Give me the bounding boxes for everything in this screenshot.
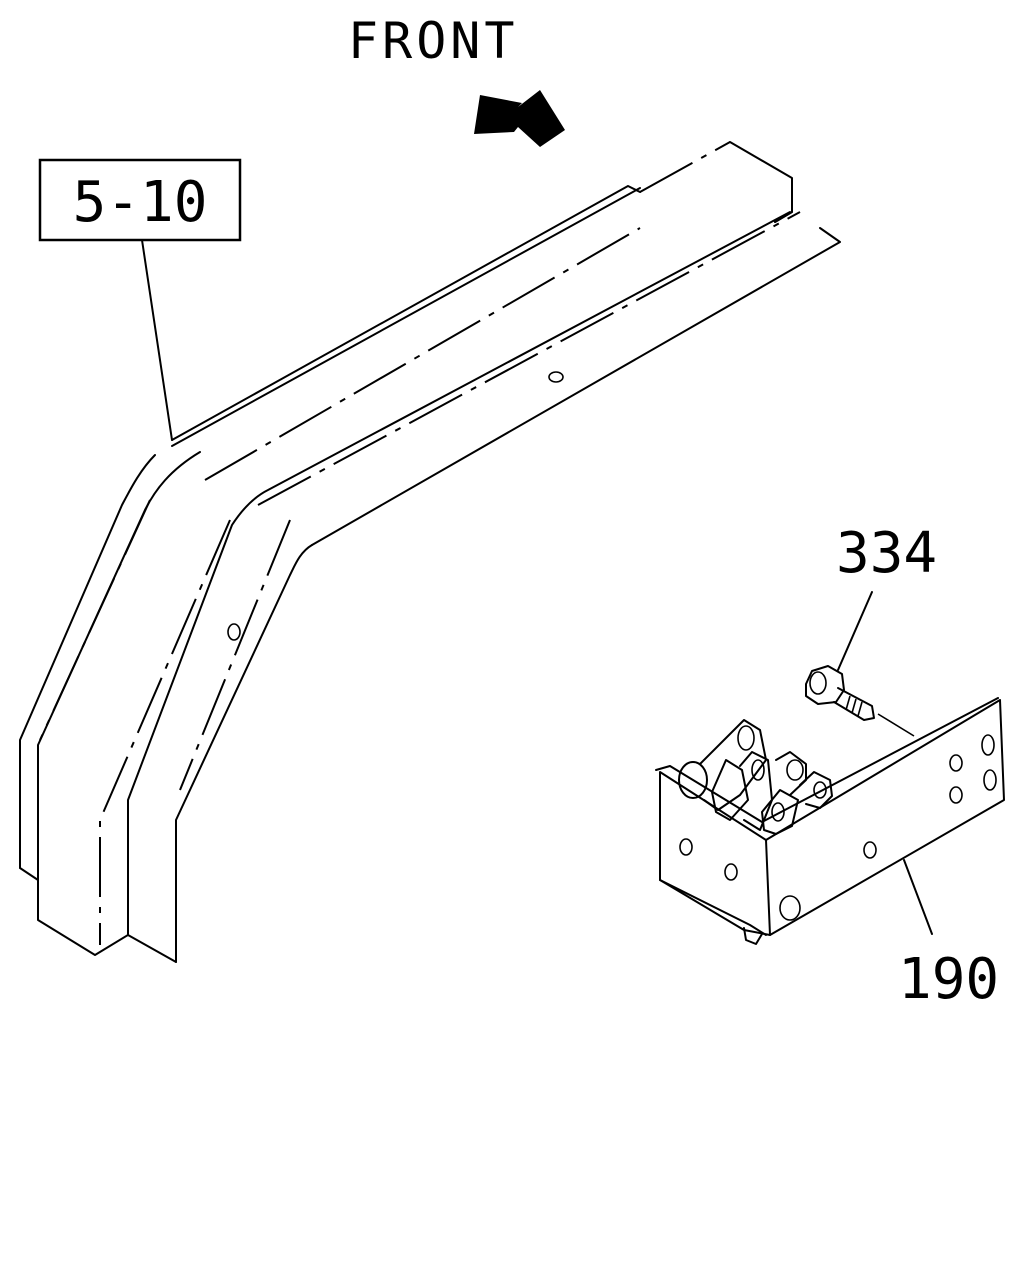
callout-334-label: 334 [836, 521, 937, 586]
callout-190-leader [903, 859, 933, 935]
bracket-190[interactable] [655, 697, 1005, 945]
arrow-up-left-icon [474, 90, 565, 147]
callout-190-label: 190 [898, 947, 999, 1012]
callout-334-leader [837, 591, 873, 671]
reference-box-label: 5-10 [73, 170, 208, 235]
front-label: FRONT [348, 12, 519, 70]
reference-leader-line [141, 239, 173, 441]
reference-box[interactable]: 5-10 [38, 158, 242, 242]
bolt-334[interactable] [805, 665, 915, 737]
frame-rail [19, 141, 841, 963]
